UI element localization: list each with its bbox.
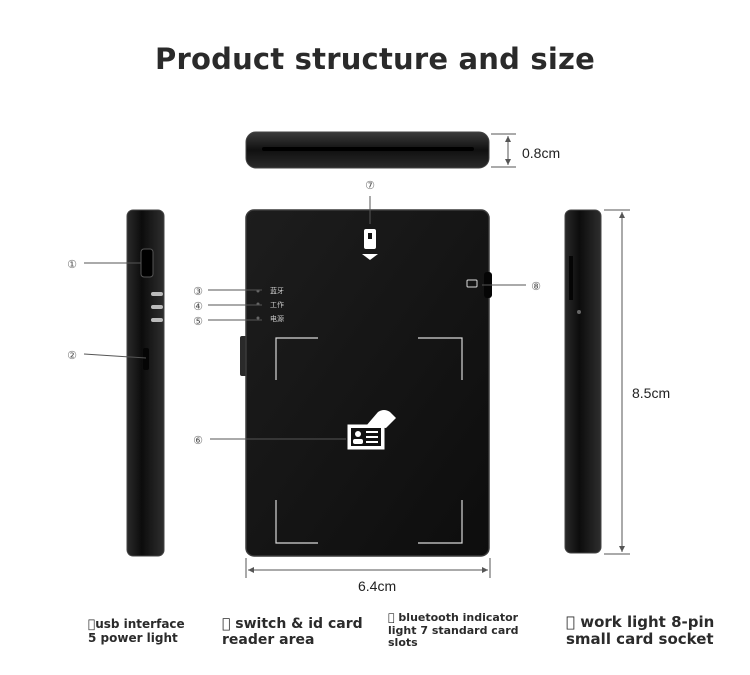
callout-1: ① (67, 259, 77, 271)
top-view (245, 131, 490, 169)
bluetooth-label: 蓝牙 (270, 287, 284, 295)
left-side-view (126, 209, 165, 557)
caption-usb: usb interface 5 power light (88, 617, 208, 646)
card-slot (262, 147, 474, 151)
callout-5: ⑤ (193, 316, 203, 328)
caption-switch:  switch & id card reader area (222, 616, 382, 648)
front-view (240, 209, 492, 557)
led-1 (151, 292, 163, 296)
callout-4: ④ (193, 301, 203, 313)
thickness-label: 0.8cm (522, 145, 561, 161)
thickness-dimension (491, 133, 516, 168)
caption-usb-line-2: 5 power light (88, 630, 178, 645)
caption-switch-line-1:  switch & id card (222, 616, 363, 632)
side-switch (143, 348, 149, 370)
caption-work-light-line-2: small card socket (566, 630, 714, 649)
reader-area-frame (275, 337, 463, 544)
caption-work-light:  work light 8-pin small card socket (566, 613, 746, 649)
caption-switch-line-2: reader area (222, 632, 315, 649)
callout-8: ⑧ (531, 281, 541, 293)
right-side-view (564, 209, 602, 554)
led-3 (151, 318, 163, 322)
height-label: 8.5cm (632, 385, 671, 401)
callout-2: ② (67, 350, 77, 362)
id-card-icon (347, 410, 396, 450)
caption-work-light-line-1:  work light 8-pin (566, 613, 714, 631)
caption-bluetooth-line-3: slots (388, 636, 418, 650)
front-body (245, 209, 490, 557)
sim-icon (466, 279, 478, 288)
page-title: Product structure and size (155, 42, 595, 76)
callout-7: ⑦ (365, 180, 375, 192)
callout-6: ⑥ (193, 435, 203, 447)
width-label: 6.4cm (358, 578, 397, 594)
usb-port (140, 248, 154, 278)
left-side-body (126, 209, 165, 557)
right-hole (577, 310, 581, 314)
power-label: 电源 (270, 315, 284, 323)
caption-bluetooth-line-1:  bluetooth indicator (388, 611, 518, 624)
caption-bluetooth-line-2: light 7 standard card (388, 623, 519, 637)
height-dimension (604, 209, 630, 555)
led-2 (151, 305, 163, 309)
width-dimension (245, 558, 491, 578)
right-side-body (564, 209, 602, 554)
caption-usb-line-1: usb interface (88, 617, 185, 631)
caption-bluetooth:  bluetooth indicator light 7 standard c… (388, 611, 538, 650)
work-label: 工作 (270, 301, 284, 309)
callout-3: ③ (193, 286, 203, 298)
